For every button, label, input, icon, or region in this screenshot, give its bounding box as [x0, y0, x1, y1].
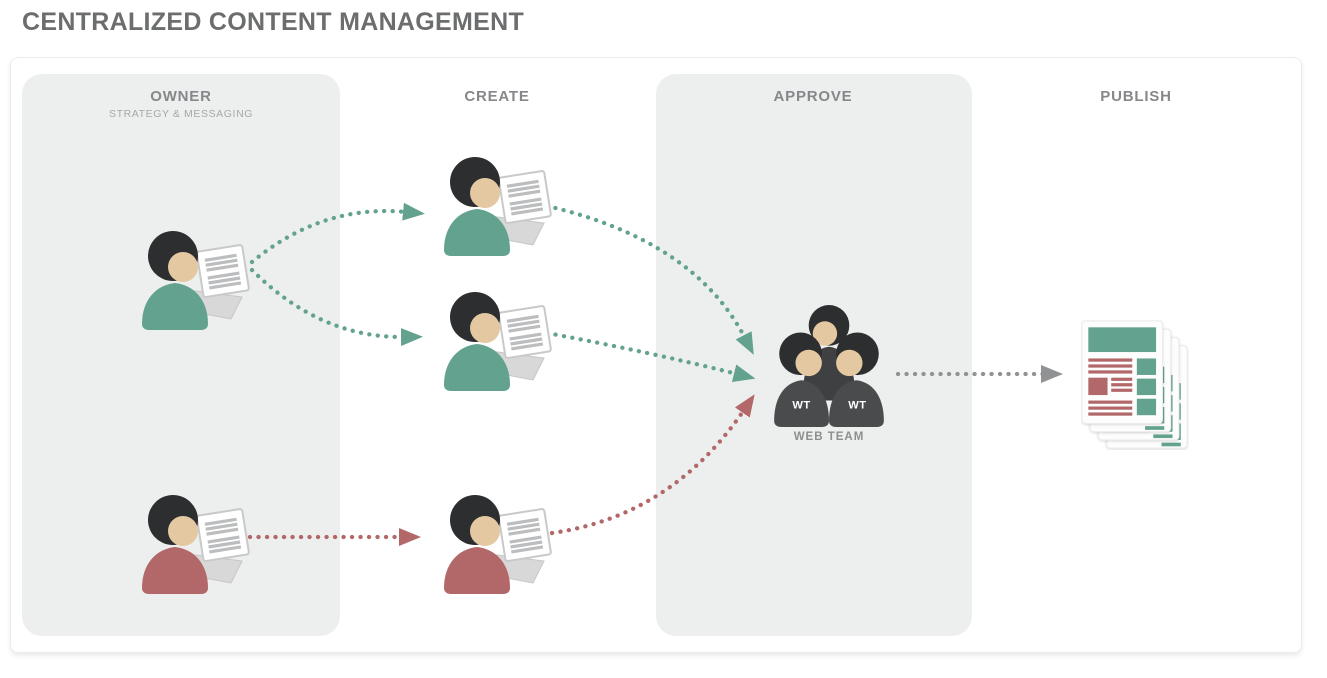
web-team-group-icon: WT WT: [774, 305, 884, 427]
approve-column-label: APPROVE: [773, 88, 853, 105]
page-title: CENTRALIZED CONTENT MANAGEMENT: [22, 8, 525, 36]
published-pages-icon: [1081, 320, 1188, 449]
wt-badge-right: WT: [848, 400, 866, 412]
person-creator-1-icon: [443, 156, 553, 257]
person-owner-teal-icon: [141, 230, 251, 331]
owner-column-sublabel: STRATEGY & MESSAGING: [108, 108, 254, 120]
column-header-create: CREATE: [377, 88, 617, 105]
person-creator-2-icon: [443, 291, 553, 392]
owner-column-label: OWNER: [150, 88, 212, 105]
publish-column-label: PUBLISH: [1100, 88, 1172, 105]
column-header-owner: OWNER STRATEGY & MESSAGING: [61, 88, 301, 120]
create-column-label: CREATE: [464, 88, 530, 105]
person-owner-red-icon: [141, 494, 251, 595]
web-team-left-person: [774, 332, 829, 427]
web-team-right-person: [829, 332, 884, 427]
column-header-publish: PUBLISH: [1016, 88, 1256, 105]
page-sheet-front: [1081, 320, 1164, 424]
wt-badge-left: WT: [792, 400, 810, 412]
web-team-label: WEB TEAM: [793, 431, 865, 443]
column-header-approve: APPROVE: [693, 88, 933, 105]
person-creator-red-icon: [443, 494, 553, 595]
